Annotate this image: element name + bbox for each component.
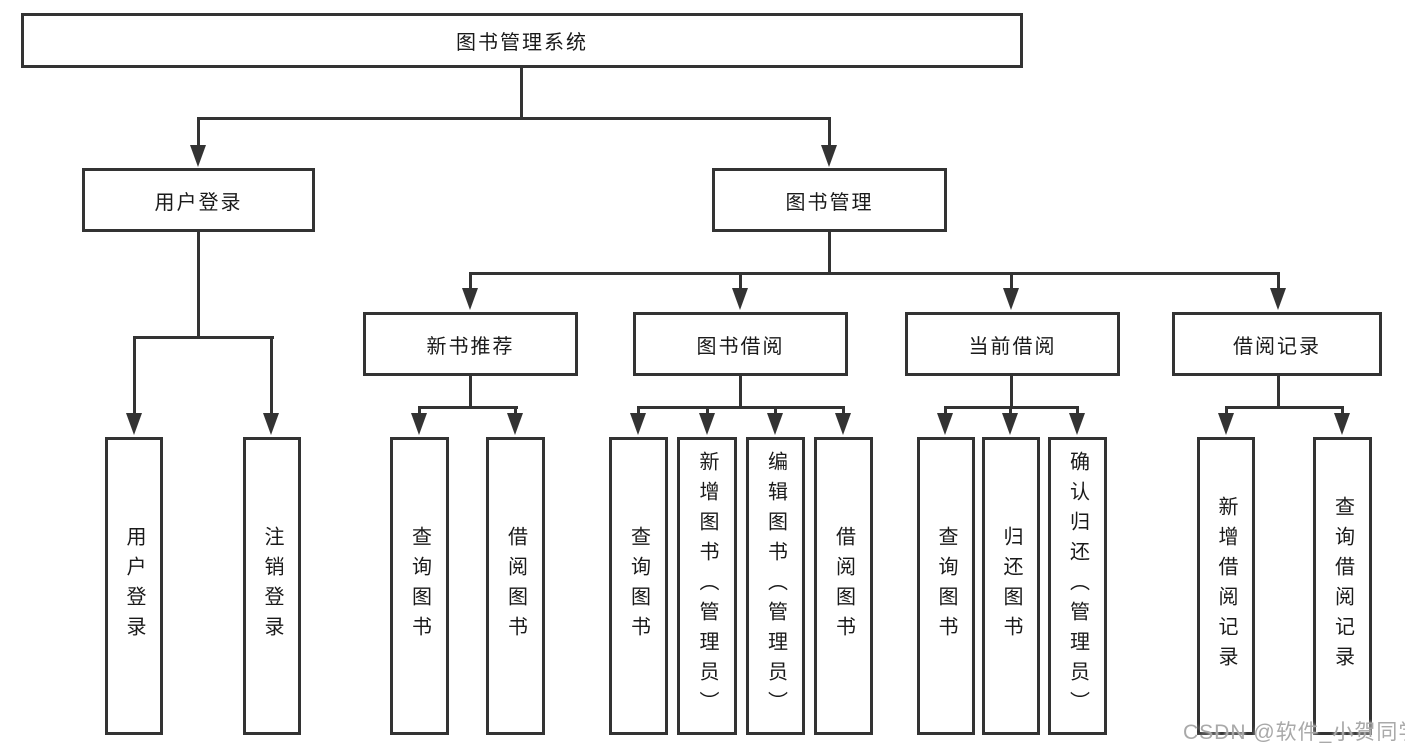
connector-line-h — [637, 406, 845, 409]
connector-line-v — [520, 68, 523, 120]
connector-line-v — [197, 117, 200, 147]
node-new-book-recommendation: 新书推荐 — [363, 312, 578, 376]
node-label: 借阅记录 — [1233, 335, 1321, 358]
arrowhead-down-icon — [462, 288, 478, 310]
node-current-borrowing: 当前借阅 — [905, 312, 1120, 376]
node-borrowing-records: 借阅记录 — [1172, 312, 1382, 376]
arrowhead-down-icon — [1334, 413, 1350, 435]
connector-line-v — [637, 406, 640, 416]
leaf-return-book: 归还图书 — [982, 437, 1040, 735]
connector-line-v — [514, 406, 517, 416]
connector-line-v — [418, 406, 421, 416]
node-label: 借阅图书 — [504, 526, 527, 646]
node-label: 注销登录 — [261, 526, 283, 646]
arrowhead-down-icon — [1069, 413, 1085, 435]
connector-line-v — [270, 336, 273, 414]
leaf-borrow-book-recommend: 借阅图书 — [486, 437, 545, 735]
node-label: 新增图书（管理员） — [696, 451, 718, 721]
node-label: 查询图书 — [408, 526, 431, 646]
node-book-management: 图书管理 — [712, 168, 947, 232]
connector-line-v — [1277, 272, 1280, 290]
leaf-add-borrow-record: 新增借阅记录 — [1197, 437, 1255, 735]
node-label: 确认归还（管理员） — [1066, 451, 1089, 721]
arrowhead-down-icon — [835, 413, 851, 435]
connector-line-v — [1076, 406, 1079, 416]
leaf-logout: 注销登录 — [243, 437, 301, 735]
connector-line-v — [828, 232, 831, 275]
connector-line-v — [133, 336, 136, 414]
connector-line-v — [1009, 406, 1012, 416]
leaf-add-book-admin: 新增图书（管理员） — [677, 437, 737, 735]
connector-line-v — [739, 272, 742, 290]
leaf-edit-book-admin: 编辑图书（管理员） — [746, 437, 805, 735]
connector-line-v — [706, 406, 709, 416]
node-label: 编辑图书（管理员） — [764, 451, 787, 721]
node-root: 图书管理系统 — [21, 13, 1023, 68]
connector-line-v — [1341, 406, 1344, 416]
arrowhead-down-icon — [630, 413, 646, 435]
node-label: 借阅图书 — [832, 526, 855, 646]
node-label: 当前借阅 — [968, 335, 1057, 358]
node-user-login: 用户登录 — [82, 168, 315, 232]
arrowhead-down-icon — [1218, 413, 1234, 435]
node-label: 查询图书 — [627, 526, 650, 646]
node-label: 图书借阅 — [696, 335, 785, 358]
leaf-query-book-current: 查询图书 — [917, 437, 975, 735]
node-label: 图书管理系统 — [456, 32, 588, 54]
arrowhead-down-icon — [1003, 288, 1019, 310]
connector-line-v — [1225, 406, 1228, 416]
connector-line-v — [197, 232, 200, 339]
connector-line-v — [842, 406, 845, 416]
connector-line-h — [133, 336, 274, 339]
node-label: 查询借阅记录 — [1331, 496, 1354, 676]
arrowhead-down-icon — [126, 413, 142, 435]
leaf-query-book-borrowing: 查询图书 — [609, 437, 668, 735]
arrowhead-down-icon — [263, 413, 279, 435]
node-label: 查询图书 — [935, 526, 957, 646]
connector-line-v — [1277, 376, 1280, 409]
leaf-query-book-recommend: 查询图书 — [390, 437, 449, 735]
leaf-query-borrow-record: 查询借阅记录 — [1313, 437, 1372, 735]
arrowhead-down-icon — [1002, 413, 1018, 435]
watermark: CSDN @软件_小贺同学 — [1183, 721, 1405, 744]
leaf-user-login: 用户登录 — [105, 437, 163, 735]
connector-line-v — [739, 376, 742, 409]
arrowhead-down-icon — [732, 288, 748, 310]
node-book-borrowing: 图书借阅 — [633, 312, 848, 376]
arrowhead-down-icon — [507, 413, 523, 435]
leaf-confirm-return-admin: 确认归还（管理员） — [1048, 437, 1107, 735]
connector-line-h — [418, 406, 518, 409]
connector-line-v — [1010, 376, 1013, 409]
arrowhead-down-icon — [821, 145, 837, 167]
arrowhead-down-icon — [411, 413, 427, 435]
node-label: 图书管理 — [785, 191, 874, 214]
connector-line-h — [1225, 406, 1344, 409]
node-label: 用户登录 — [123, 526, 145, 646]
connector-line-v — [1010, 272, 1013, 290]
arrowhead-down-icon — [1270, 288, 1286, 310]
arrowhead-down-icon — [937, 413, 953, 435]
connector-line-v — [944, 406, 947, 416]
connector-line-v — [828, 117, 831, 147]
node-label: 归还图书 — [1000, 526, 1022, 646]
connector-line-v — [469, 376, 472, 409]
arrowhead-down-icon — [767, 413, 783, 435]
leaf-borrow-book-borrowing: 借阅图书 — [814, 437, 873, 735]
connector-line-v — [469, 272, 472, 290]
node-label: 新增借阅记录 — [1215, 496, 1237, 676]
connector-line-h — [469, 272, 1280, 275]
connector-line-h — [197, 117, 831, 120]
arrowhead-down-icon — [699, 413, 715, 435]
arrowhead-down-icon — [190, 145, 206, 167]
node-label: 新书推荐 — [426, 335, 515, 358]
node-label: 用户登录 — [154, 191, 243, 214]
connector-line-v — [774, 406, 777, 416]
